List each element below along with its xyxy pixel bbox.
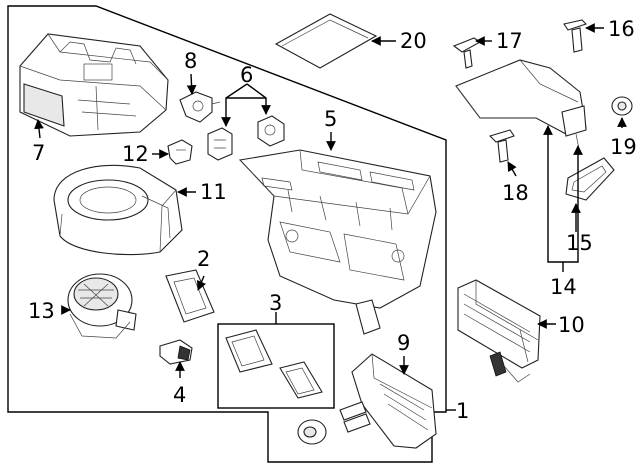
part-12-clip [167, 139, 193, 165]
callout-8: 8 [184, 49, 197, 73]
callout-13: 13 [28, 299, 55, 323]
leader-lines [34, 23, 627, 411]
callout-9: 9 [397, 331, 410, 355]
callout-3: 3 [269, 291, 282, 315]
part-19-grommet [611, 96, 633, 116]
callout-18: 18 [502, 181, 529, 205]
part-14-duct [455, 59, 587, 155]
part-4-resistor [159, 339, 193, 365]
part-9-heater-core [339, 353, 437, 449]
part-16-pin [563, 19, 588, 53]
callout-10: 10 [558, 313, 585, 337]
part-3-seals [225, 329, 327, 445]
callout-19: 19 [610, 135, 637, 159]
callout-11: 11 [200, 180, 227, 204]
callout-16: 16 [608, 17, 635, 41]
part-8-actuator [179, 91, 221, 123]
callout-6: 6 [240, 63, 253, 87]
callout-14: 14 [550, 275, 577, 299]
callout-17: 17 [496, 29, 523, 53]
callout-20: 20 [400, 29, 427, 53]
part-10-evaporator [457, 279, 541, 383]
callout-1: 1 [456, 399, 469, 423]
part-2-gasket [165, 269, 215, 323]
part-20-cover [274, 13, 378, 69]
part-17-pin [452, 37, 482, 69]
part-7-housing [19, 33, 169, 137]
callout-15: 15 [566, 231, 593, 255]
part-15-seal [565, 157, 615, 201]
part-13-motor [67, 273, 137, 339]
callout-7: 7 [32, 141, 45, 165]
part-6-actuators [207, 115, 285, 161]
part-5-hvac-case [238, 149, 437, 335]
callout-2: 2 [197, 247, 210, 271]
callout-4: 4 [173, 383, 186, 407]
part-18-pin [488, 129, 515, 163]
part-11-scroll [53, 164, 183, 256]
callout-12: 12 [122, 142, 149, 166]
callout-5: 5 [324, 107, 337, 131]
